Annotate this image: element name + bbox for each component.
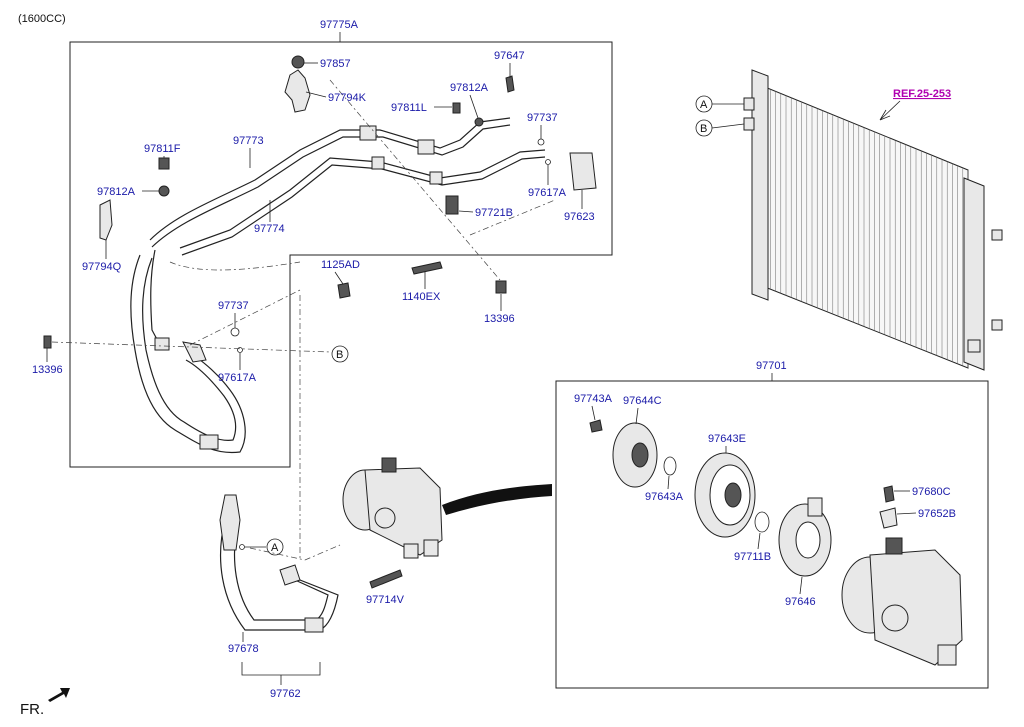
bracket-97794K-shape (284, 69, 311, 113)
hose-assembly-frame (69, 41, 613, 468)
bolt-97743A-shape (589, 419, 603, 433)
callout-a-left-text: A (271, 542, 279, 554)
label-97617A-mid[interactable]: 97617A (218, 372, 257, 384)
snap-ring-97711B-shape (754, 511, 770, 533)
label-97812A-left[interactable]: 97812A (97, 186, 136, 198)
oring-97617A-mid-shape (237, 347, 243, 353)
label-97775A[interactable]: 97775A (320, 19, 359, 31)
label-97794Q[interactable]: 97794Q (82, 261, 122, 273)
label-97701[interactable]: 97701 (756, 360, 787, 372)
callout-b-left-text: B (336, 349, 343, 361)
bolt-97647-shape (505, 75, 515, 93)
label-97623[interactable]: 97623 (564, 211, 595, 223)
label-97762[interactable]: 97762 (270, 688, 301, 700)
front-arrow-icon (48, 688, 70, 702)
label-97652B[interactable]: 97652B (918, 508, 956, 520)
label-97812A-top[interactable]: 97812A (450, 82, 489, 94)
label-97737-top[interactable]: 97737 (527, 112, 558, 124)
label-97647[interactable]: 97647 (494, 50, 525, 62)
oring-97617A-top-shape (545, 159, 551, 165)
label-1140EX[interactable]: 1140EX (402, 291, 441, 303)
pulley-97643E (694, 452, 756, 538)
callout-a-right-text: A (700, 99, 708, 111)
condenser-core (743, 69, 1003, 371)
engine-label: (1600CC) (18, 13, 66, 25)
label-97643A[interactable]: 97643A (645, 491, 684, 503)
switch-97721B-shape (445, 195, 459, 215)
label-97743A[interactable]: 97743A (574, 393, 613, 405)
label-1125AD[interactable]: 1125AD (321, 259, 360, 271)
label-13396-left[interactable]: 13396 (32, 364, 63, 376)
oring-97737-mid-shape (230, 327, 240, 337)
bolt-1125AD-shape (337, 282, 351, 299)
bolt-1140EX-shape (411, 261, 443, 275)
clutch-hub-97644C (612, 422, 658, 488)
label-97644C[interactable]: 97644C (623, 395, 662, 407)
label-97714V[interactable]: 97714V (366, 594, 405, 606)
label-97737-mid[interactable]: 97737 (218, 300, 249, 312)
suction-pipe-97773 (149, 117, 511, 248)
reference-arrow-icon (879, 100, 901, 121)
callout-b-right-text: B (700, 123, 707, 135)
label-97646[interactable]: 97646 (785, 596, 816, 608)
oring-discharge-shape (239, 544, 245, 550)
bolt-97680C-shape (883, 485, 895, 503)
nut-97857-shape (291, 55, 305, 69)
reference-link[interactable]: REF.25-253 (893, 88, 951, 100)
label-97643E[interactable]: 97643E (708, 433, 746, 445)
lower-hose-assembly (130, 249, 246, 454)
nut-13396-left-shape (43, 335, 52, 349)
label-97773[interactable]: 97773 (233, 135, 264, 147)
cap-97812A-left-shape (158, 185, 170, 197)
compressor-body-detail (841, 537, 963, 666)
label-97680C[interactable]: 97680C (912, 486, 951, 498)
cap-97811F-shape (158, 157, 170, 170)
label-97617A-top[interactable]: 97617A (528, 187, 567, 199)
label-97711B[interactable]: 97711B (734, 551, 771, 563)
label-13396-right[interactable]: 13396 (484, 313, 515, 325)
liquid-pipe-97774 (179, 149, 546, 256)
nut-13396-right-shape (495, 280, 507, 294)
shim-97643A-shape (663, 456, 677, 476)
detail-arrow-icon (442, 484, 552, 515)
callout-a-left (266, 538, 284, 556)
field-coil-97646 (778, 497, 832, 577)
label-97811F[interactable]: 97811F (144, 143, 181, 155)
front-label: FR. (20, 701, 44, 718)
bracket-97794Q-shape (99, 199, 113, 241)
cap-97811L-shape (452, 102, 461, 114)
compressor-main (342, 457, 443, 559)
label-97774[interactable]: 97774 (254, 223, 285, 235)
label-97678[interactable]: 97678 (228, 643, 259, 655)
oring-97737-top-shape (537, 138, 545, 146)
bracket-97652B-shape (879, 507, 898, 529)
cap-97812A-top-shape (474, 117, 484, 127)
label-97794K[interactable]: 97794K (328, 92, 367, 104)
discharge-hose-97762 (219, 494, 339, 633)
label-97721B[interactable]: 97721B (475, 207, 513, 219)
bolt-97714V-shape (369, 569, 403, 589)
expansion-valve-97623-shape (569, 152, 597, 191)
label-97811L[interactable]: 97811L (391, 102, 427, 114)
callout-b-left (331, 345, 349, 363)
label-97857[interactable]: 97857 (320, 58, 351, 70)
